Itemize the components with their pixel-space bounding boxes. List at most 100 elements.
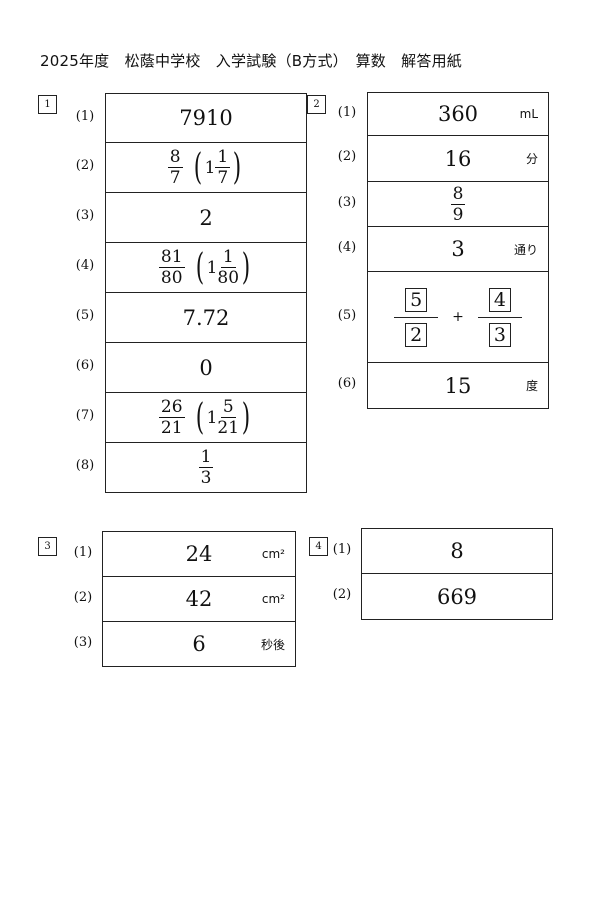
numerator: 26 xyxy=(158,397,185,418)
numerator: 81 xyxy=(158,247,185,268)
answer-text: 15 xyxy=(444,373,472,398)
answer-row: 7.72 xyxy=(106,293,306,343)
answer-value: 669 xyxy=(437,585,477,609)
numerator: 1 xyxy=(220,247,236,268)
unit-label: 通り xyxy=(513,242,538,257)
answer-row: 16 分 xyxy=(368,136,548,182)
row-label: (1) xyxy=(337,104,357,120)
answer-row: 3 通り xyxy=(368,227,548,272)
row-label: (3) xyxy=(73,634,93,650)
row-label: (8) xyxy=(75,458,95,473)
row-label: (3) xyxy=(75,208,95,223)
row-label: (2) xyxy=(337,149,357,164)
denominator: 7 xyxy=(217,168,229,188)
answer-table-4: 8 669 xyxy=(361,528,553,620)
question-number-2: 2 xyxy=(307,95,326,114)
row-label: (2) xyxy=(73,589,93,605)
denominator: 21 xyxy=(217,418,240,438)
fraction-bar xyxy=(394,316,439,318)
numerator: 8 xyxy=(450,183,466,205)
row-label: (2) xyxy=(75,158,95,173)
answer-value: 0 xyxy=(199,356,212,380)
answer-text: 2 xyxy=(199,205,213,230)
answer-row: 42 cm² xyxy=(103,577,295,622)
whole-part: 1 xyxy=(206,407,218,428)
answer-text: 16 xyxy=(444,146,472,171)
whole-part: 1 xyxy=(206,257,218,278)
row-label: (7) xyxy=(75,408,95,423)
boxed-numerator: 4 xyxy=(488,287,511,312)
question-number-3: 3 xyxy=(38,537,57,556)
row-label: (5) xyxy=(75,308,95,323)
row-label: (6) xyxy=(337,376,357,391)
boxed-denominator: 2 xyxy=(405,322,428,347)
answer-text: 7.72 xyxy=(182,305,230,330)
row-label: (5) xyxy=(337,307,357,323)
answer-value: 15 xyxy=(445,374,472,398)
close-paren: ) xyxy=(241,247,251,288)
row-label: (1) xyxy=(332,541,352,557)
answer-value: 7910 xyxy=(179,106,232,130)
close-paren: ) xyxy=(241,397,251,438)
answer-row: 669 xyxy=(362,574,552,620)
answer-value: 3 xyxy=(451,237,464,261)
answer-text: 24 xyxy=(185,542,213,566)
answer-text: 6 xyxy=(192,632,206,656)
whole-part: 1 xyxy=(204,157,216,178)
row-label: (6) xyxy=(75,358,95,373)
denominator: 80 xyxy=(160,268,183,288)
unit-label: 分 xyxy=(525,152,538,166)
answer-text: 7910 xyxy=(179,106,233,130)
row-label: (3) xyxy=(337,194,357,210)
answer-row: 8 xyxy=(362,529,552,574)
unit-label: cm² xyxy=(261,592,285,606)
denominator: 9 xyxy=(452,204,464,225)
answer-value: 8 xyxy=(450,539,463,563)
open-paren: ( xyxy=(195,397,204,438)
boxed-numerator: 5 xyxy=(405,287,428,312)
answer-value: 360 xyxy=(438,102,478,126)
denominator: 7 xyxy=(169,168,181,188)
answer-text: 360 xyxy=(437,102,479,126)
question-number-4: 4 xyxy=(309,537,328,556)
answer-text: 42 xyxy=(185,587,213,611)
boxed-denominator: 3 xyxy=(488,322,511,347)
fraction-bar xyxy=(477,316,522,318)
numerator: 1 xyxy=(215,147,231,168)
numerator: 1 xyxy=(198,447,214,468)
answer-value: 24 xyxy=(186,542,213,566)
answer-value: 2 xyxy=(199,206,212,230)
plus-sign: + xyxy=(452,309,464,325)
denominator: 80 xyxy=(217,268,240,288)
answer-text: 8 xyxy=(450,539,464,563)
row-label: (2) xyxy=(332,587,352,602)
answer-value: 42 xyxy=(186,587,213,611)
answer-text: 3 xyxy=(451,237,465,261)
row-label: (1) xyxy=(73,544,93,560)
page-title: 2025年度 松蔭中学校 入学試験（B方式） 算数 解答用紙 xyxy=(40,52,462,70)
denominator: 3 xyxy=(200,468,212,488)
unit-label: 度 xyxy=(525,379,538,393)
unit-label: mL xyxy=(519,107,538,121)
